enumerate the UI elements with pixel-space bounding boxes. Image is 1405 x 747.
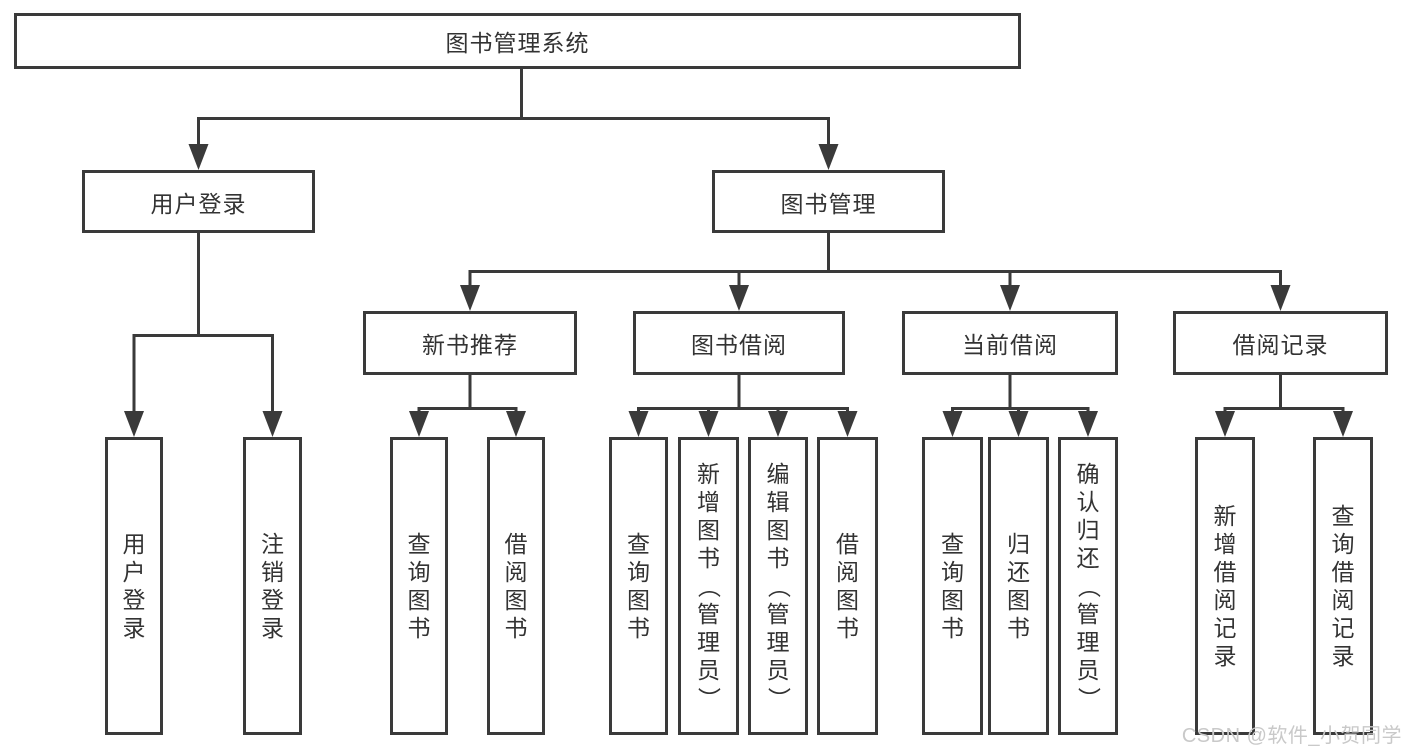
node-label: 新书推荐 — [422, 332, 518, 358]
node-label: 当前借阅 — [962, 332, 1058, 358]
arrow-down-icon — [837, 411, 858, 437]
edge-borrowrecord-to-leaves — [1223, 375, 1345, 418]
arrow-down-icon — [768, 411, 788, 437]
leaf-confirm-return-admin: 确认归还（管理员） — [1058, 437, 1118, 735]
node-label: 查询图书 — [941, 530, 964, 641]
edge-userlogin-to-leaves — [132, 233, 274, 418]
arrow-down-icon — [942, 411, 963, 437]
node-label: 借阅图书 — [836, 530, 859, 641]
node-label: 图书借阅 — [691, 332, 787, 358]
arrow-down-icon — [1078, 411, 1098, 437]
arrow-down-icon — [818, 144, 839, 170]
arrow-down-icon — [188, 144, 209, 170]
node-label: 用户登录 — [122, 530, 146, 641]
arrow-down-icon — [1000, 285, 1020, 311]
edge-bookborrow-to-leaves — [637, 375, 849, 418]
node-label: 编辑图书（管理员） — [765, 460, 792, 710]
leaf-logout: 注销登录 — [243, 437, 302, 735]
node-library-management-system: 图书管理系统 — [14, 13, 1021, 69]
arrow-down-icon — [409, 411, 429, 437]
node-book-borrowing: 图书借阅 — [633, 311, 845, 375]
arrow-down-icon — [262, 411, 283, 437]
node-new-book-recommendation: 新书推荐 — [363, 311, 577, 375]
leaf-query-borrow-record: 查询借阅记录 — [1313, 437, 1373, 735]
leaf-add-book-admin: 新增图书（管理员） — [678, 437, 739, 735]
leaf-query-book: 查询图书 — [609, 437, 668, 735]
arrow-down-icon — [124, 411, 144, 437]
node-label: 借阅图书 — [504, 530, 528, 641]
leaf-borrow-book: 借阅图书 — [487, 437, 545, 735]
node-label: 新增图书（管理员） — [696, 460, 722, 710]
arrow-down-icon — [460, 285, 480, 311]
node-label: 查询图书 — [407, 530, 431, 641]
node-user-login: 用户登录 — [82, 170, 315, 233]
node-label: 查询借阅记录 — [1331, 502, 1355, 669]
arrow-down-icon — [1270, 285, 1291, 311]
arrow-down-icon — [698, 411, 719, 437]
node-label: 注销登录 — [261, 530, 284, 641]
node-label: 查询图书 — [627, 530, 650, 641]
leaf-edit-book-admin: 编辑图书（管理员） — [748, 437, 808, 735]
leaf-return-book: 归还图书 — [988, 437, 1049, 735]
leaf-borrow-book: 借阅图书 — [817, 437, 878, 735]
node-label: 图书管理 — [780, 190, 877, 217]
node-label: 新增借阅记录 — [1213, 502, 1237, 669]
edge-root-to-level2 — [197, 69, 830, 150]
node-label: 图书管理系统 — [445, 30, 590, 56]
leaf-user-login: 用户登录 — [105, 437, 163, 735]
node-label: 用户登录 — [150, 190, 247, 217]
edge-bookmgmt-to-level3 — [468, 233, 1282, 292]
edge-newbookrec-to-leaves — [417, 375, 518, 418]
csdn-watermark: CSDN @软件_小贺同学 — [1181, 725, 1402, 747]
node-label: 归还图书 — [1007, 530, 1030, 641]
node-label: 借阅记录 — [1232, 332, 1329, 358]
arrow-down-icon — [1008, 411, 1029, 437]
leaf-add-borrow-record: 新增借阅记录 — [1195, 437, 1255, 735]
arrow-down-icon — [506, 411, 526, 437]
arrow-down-icon — [628, 411, 649, 437]
node-label: 确认归还（管理员） — [1075, 460, 1102, 710]
arrow-down-icon — [1333, 411, 1353, 437]
node-book-management: 图书管理 — [712, 170, 945, 233]
node-current-borrowing: 当前借阅 — [902, 311, 1118, 375]
arrow-down-icon — [1215, 411, 1235, 437]
leaf-query-book: 查询图书 — [390, 437, 448, 735]
node-borrowing-records: 借阅记录 — [1173, 311, 1388, 375]
leaf-query-book: 查询图书 — [922, 437, 983, 735]
arrowheads — [124, 144, 1353, 437]
arrow-down-icon — [729, 285, 749, 311]
